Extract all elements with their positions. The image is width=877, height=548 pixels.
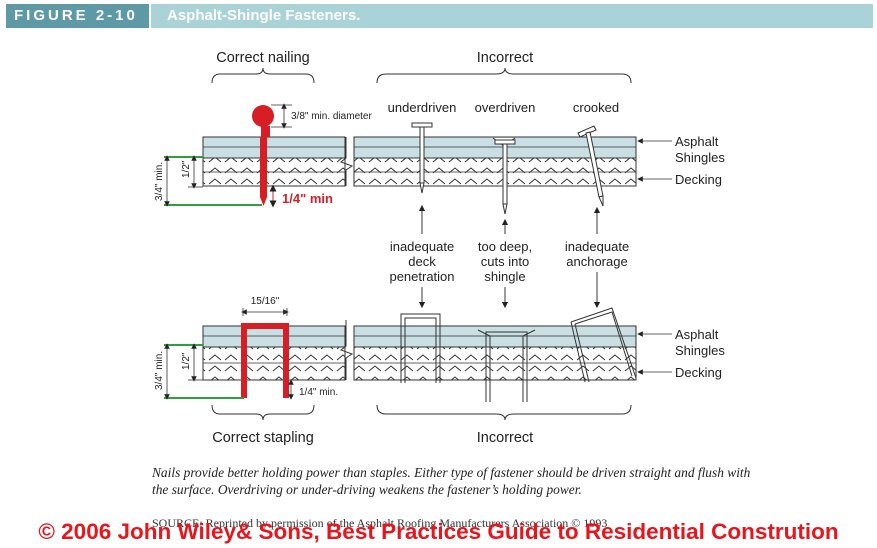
nailing-correct-panel [202,136,346,187]
staple-depth-guides: 3/4" min. 1/2" 1/4" min. [154,343,338,400]
source-credit: SOURCE: Reprinted by permission of the A… [152,516,608,530]
inadequate-deck-line2: deck [408,254,436,269]
incorrect-top-label: Incorrect [477,50,533,66]
shingles-label-top: Shingles [675,150,725,165]
correct-stapling-brace [211,404,315,421]
break-symbol-bottom [339,320,354,380]
overdriven-dent [477,329,536,337]
figure-title-bar: Asphalt-Shingle Fasteners. [151,4,873,28]
crooked-nail [577,125,604,207]
underdriven-label: underdriven [388,100,457,115]
overdriven-label: overdriven [475,100,536,115]
nail-three-quarter-label: 3/4" min. [154,162,165,201]
correct-staple [241,323,289,398]
inadequate-deck-line1: inadequate [390,239,454,254]
nail-depth-guides: 3/4" min. 1/2" 1/4" min [154,155,333,208]
incorrect-bottom-brace [376,404,632,421]
asphalt-label-top: Asphalt [675,134,719,149]
decking-label-top: Decking [675,172,722,187]
staple-three-quarter-label: 3/4" min. [154,351,165,390]
shingles-label-bottom: Shingles [675,343,725,358]
break-symbol [339,137,354,186]
too-deep-line1: too deep, [478,239,532,254]
anchorage-line1: inadequate [565,239,629,254]
incorrect-top-brace [376,67,632,84]
decking-label-bottom: Decking [675,365,722,380]
failure-annotations: inadequate deck penetration too deep, cu… [389,204,629,309]
head-diameter-dimension: 3/8" min. diameter [271,103,372,129]
overdriven-nail [492,137,516,215]
figure-caption: Nails provide better holding power than … [152,465,751,497]
nail-quarter-min-label: 1/4" min [282,191,333,206]
figure-title: Asphalt-Shingle Fasteners. [167,7,361,24]
figure-number: FIGURE 2-10 [6,4,149,28]
correct-stapling-label: Correct stapling [212,430,314,446]
stapling-incorrect-panel [353,325,637,381]
nailing-row: 3/8" min. diameter 3/4" min. 1/2" 1/4" m… [154,103,725,215]
stapling-row: 15/16" 3/4" min. 1/2" 1/4" min. Asphalt … [154,296,725,402]
asphalt-label-bottom: Asphalt [675,327,719,342]
correct-nail [252,105,274,206]
underdriven-staple [400,313,441,383]
crown-dimension: 15/16" [241,296,289,316]
stapling-correct-panel [202,325,346,381]
correct-nailing-label: Correct nailing [216,50,310,66]
staple-quarter-min-label: 1/4" min. [299,387,338,398]
head-diameter-label: 3/8" min. diameter [291,111,372,122]
too-deep-line2: cuts into [481,254,529,269]
copyright-watermark: © 2006 John Wiley& Sons, Best Practices … [38,519,839,544]
correct-nailing-brace [211,67,315,84]
figure-header: FIGURE 2-10 Asphalt-Shingle Fasteners. [0,0,877,30]
crooked-staple [570,307,637,383]
anchorage-line2: anchorage [566,254,627,269]
nail-half-label: 1/2" [181,160,192,178]
crown-label: 15/16" [251,296,280,307]
underdriven-nail [411,122,433,194]
crooked-label: crooked [573,100,619,115]
fastener-diagram: 3/8" min. diameter 3/4" min. 1/2" 1/4" m… [154,50,725,446]
incorrect-bottom-label: Incorrect [477,430,533,446]
staple-half-label: 1/2" [181,352,192,370]
too-deep-line3: shingle [484,269,525,284]
inadequate-deck-line3: penetration [389,269,454,284]
